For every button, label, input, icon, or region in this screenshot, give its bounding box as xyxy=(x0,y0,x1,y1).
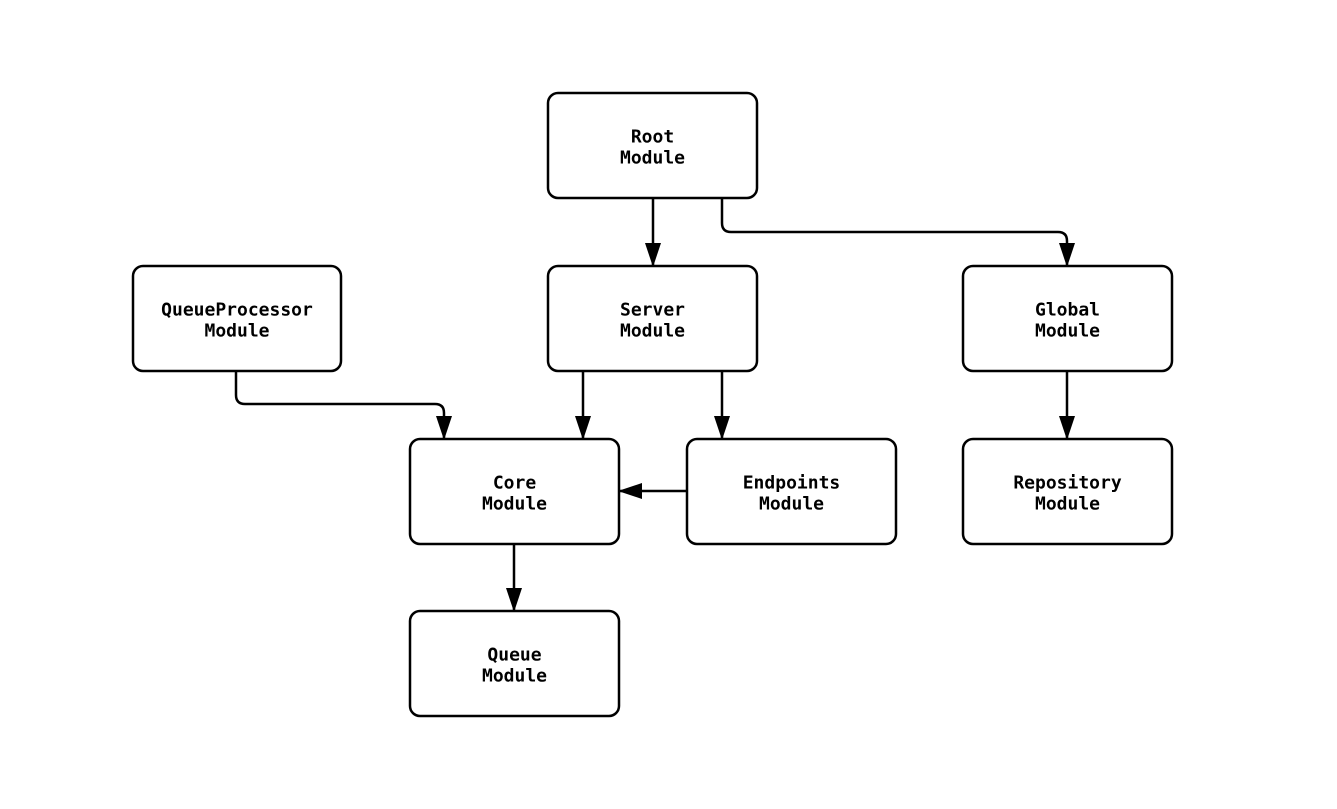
edges-layer xyxy=(234,196,1075,613)
node-box xyxy=(961,437,1174,546)
node-box xyxy=(408,609,621,718)
edge-queueprocessor-to-core xyxy=(234,369,452,441)
node-box xyxy=(961,264,1174,373)
node-box xyxy=(546,264,759,373)
node-box xyxy=(131,264,343,373)
node-box xyxy=(546,91,759,200)
edge-root-to-global xyxy=(720,196,1075,268)
node-box xyxy=(685,437,898,546)
node-box xyxy=(408,437,621,546)
